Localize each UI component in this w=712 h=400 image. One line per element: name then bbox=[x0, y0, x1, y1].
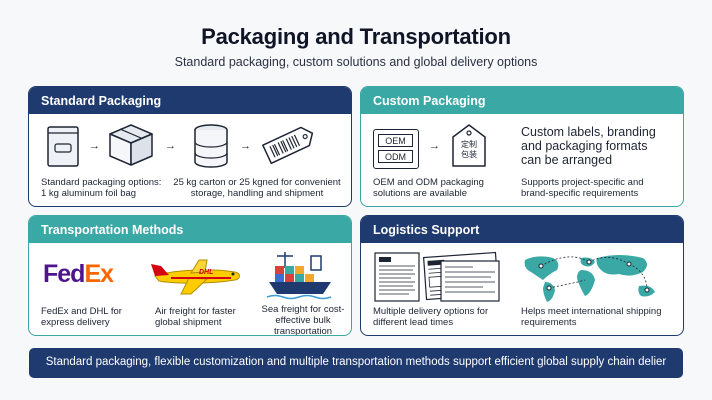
standard-packaging-panel: Standard Packaging → → → bbox=[28, 86, 352, 207]
custom-tag-text: 定制 包装 bbox=[461, 140, 477, 159]
custom-packaging-panel: Custom Packaging OEM ODM → 定制 包装 Custom … bbox=[360, 86, 684, 207]
foil-bag-icon bbox=[47, 126, 79, 167]
sea-caption: Sea freight for cost- effective bulk tra… bbox=[261, 304, 345, 336]
shipping-documents-icon bbox=[374, 251, 500, 302]
arrow-icon: → bbox=[240, 140, 251, 152]
logistics-caption-left: Multiple delivery options for different … bbox=[373, 306, 489, 328]
express-caption: FedEx and DHL for express delivery bbox=[41, 306, 122, 328]
arrow-icon: → bbox=[429, 140, 440, 152]
logistics-caption-right: Helps meet international shipping requir… bbox=[521, 306, 662, 328]
fedex-ex-text: Ex bbox=[84, 260, 114, 288]
odm-label: ODM bbox=[378, 150, 413, 163]
custom-note: Custom labels, branding and packaging fo… bbox=[521, 125, 656, 167]
arrow-icon: → bbox=[89, 140, 100, 152]
arrow-icon: → bbox=[165, 140, 176, 152]
logistics-panel: Logistics Support bbox=[360, 215, 684, 336]
standard-caption-left: Standard packaging options: 1 kg aluminu… bbox=[41, 177, 162, 199]
custom-tag-icon: 定制 包装 bbox=[449, 123, 489, 169]
logistics-heading: Logistics Support bbox=[361, 216, 683, 243]
carton-box-icon bbox=[109, 124, 153, 166]
barcode-tag-icon bbox=[262, 126, 314, 165]
fedex-logo: FedEx bbox=[43, 260, 114, 289]
summary-banner: Standard packaging, flexible customizati… bbox=[29, 348, 683, 378]
container-ship-icon bbox=[266, 252, 332, 300]
page-title: Packaging and Transportation bbox=[201, 24, 511, 49]
custom-caption-left: OEM and ODM packaging solutions are avai… bbox=[373, 177, 484, 199]
transportation-heading: Transportation Methods bbox=[29, 216, 351, 243]
fedex-fed-text: Fed bbox=[43, 260, 85, 288]
transportation-panel: Transportation Methods FedEx DHL FedEx a… bbox=[28, 215, 352, 336]
page-subtitle: Standard packaging, custom solutions and… bbox=[174, 55, 538, 69]
oem-label: OEM bbox=[378, 134, 413, 147]
air-caption: Air freight for faster global shipment bbox=[155, 306, 236, 328]
standard-packaging-heading: Standard Packaging bbox=[29, 87, 351, 114]
standard-caption-right: 25 kg carton or 25 kgned for convenient … bbox=[173, 177, 341, 199]
custom-caption-right: Supports project-specific and brand-spec… bbox=[521, 177, 644, 199]
oem-odm-label-icon: OEM ODM bbox=[373, 129, 419, 169]
dhl-text: DHL bbox=[199, 269, 214, 276]
cargo-plane-icon: DHL bbox=[151, 256, 243, 296]
drum-icon bbox=[194, 124, 228, 168]
world-map-icon bbox=[524, 255, 655, 302]
custom-packaging-heading: Custom Packaging bbox=[361, 87, 683, 114]
